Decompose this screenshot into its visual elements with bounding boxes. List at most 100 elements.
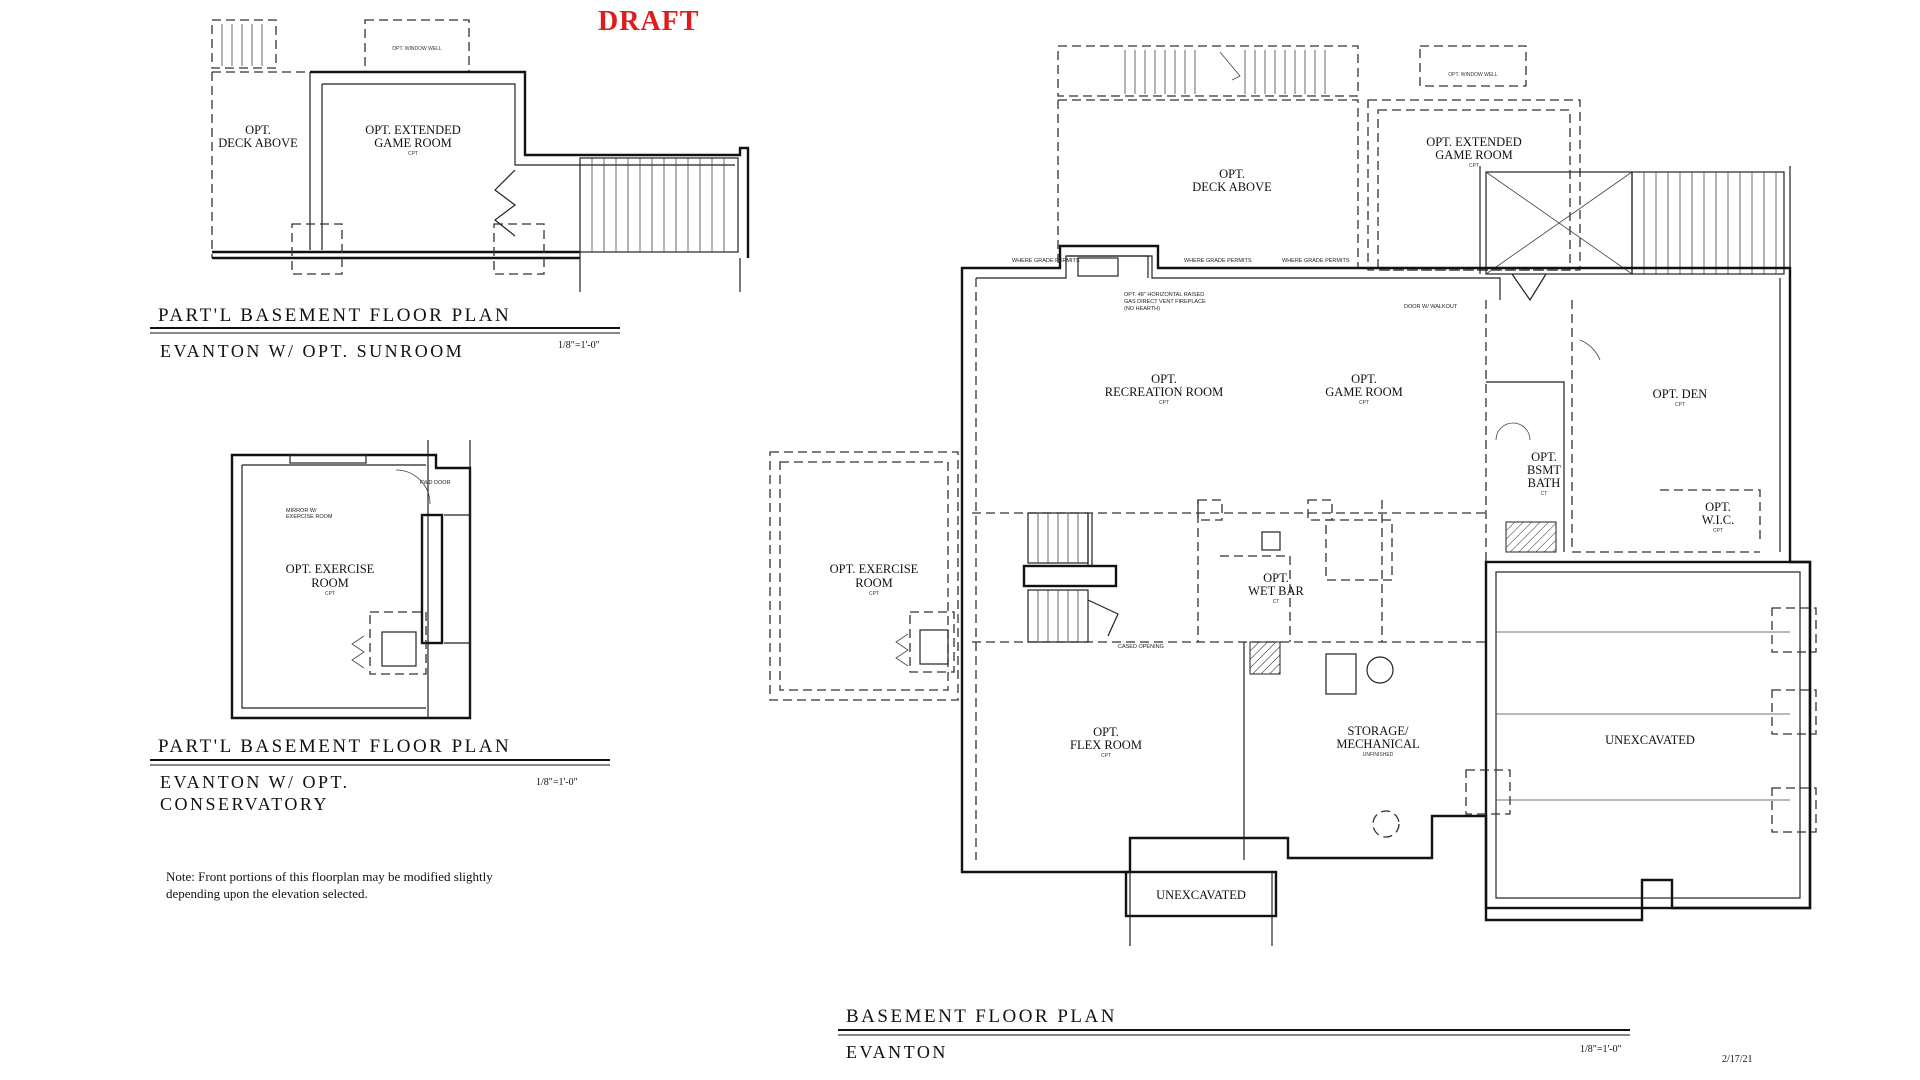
plan-subtitle: EVANTON W/ OPT. SUNROOM <box>160 341 464 361</box>
grade-note: WHERE GRADE PERMITS <box>1282 258 1350 264</box>
room-label: GAME ROOM <box>1435 148 1512 162</box>
room-label: GAME ROOM <box>1325 385 1402 399</box>
deck-above-outline <box>1057 45 1359 268</box>
plan-scale: 1/8"=1'-0" <box>1580 1044 1622 1055</box>
extended-game-room-side-wall <box>309 72 323 250</box>
column-pad <box>493 223 545 275</box>
front-porch-piers <box>1129 872 1273 946</box>
room-label: OPT. DEN <box>1653 387 1708 401</box>
shower <box>1505 521 1557 553</box>
main-basement-plan: OPT. WINDOW WELL <box>769 45 1817 1065</box>
plan-subtitle: CONSERVATORY <box>160 794 329 814</box>
interior-stair <box>1022 512 1119 643</box>
stair-rails <box>579 252 741 292</box>
pier-pad <box>1771 787 1817 833</box>
floor-finish-note: CPT <box>1713 528 1723 534</box>
sump-pit <box>1372 810 1400 838</box>
room-label: OPT. EXTENDED <box>1426 135 1522 149</box>
pier-pad <box>1771 607 1817 653</box>
floor-finish-note: CPT <box>1101 753 1111 759</box>
room-label: WET BAR <box>1248 584 1304 598</box>
room-label: OPT. <box>1151 372 1177 386</box>
fireplace-bumpout <box>1068 255 1149 278</box>
main-exterior-stair <box>1479 166 1791 275</box>
floor-finish-note: CPT <box>1159 400 1169 406</box>
room-label: ROOM <box>855 576 893 590</box>
fireplace-note: OPT. 48" HORIZONTAL RAISED <box>1124 292 1204 298</box>
den-partition <box>1485 300 1760 562</box>
room-label: OPT. <box>1093 725 1119 739</box>
pier-pad <box>1771 689 1817 735</box>
plan-title: BASEMENT FLOOR PLAN <box>846 1006 1117 1027</box>
sunroom-window-well: OPT. WINDOW WELL <box>364 19 470 73</box>
room-label: OPT. <box>1263 571 1289 585</box>
room-label: RECREATION ROOM <box>1105 385 1223 399</box>
room-label: UNEXCAVATED <box>1605 733 1695 747</box>
stair-opening <box>420 513 444 645</box>
room-label: ROOM <box>311 576 349 590</box>
plan-subtitle: EVANTON <box>846 1042 948 1062</box>
room-label: OPT. <box>245 123 271 137</box>
room-label: MECHANICAL <box>1336 737 1419 751</box>
equipment-pad <box>381 631 417 667</box>
exercise-room-inner-wall <box>241 464 426 709</box>
grade-note: WHERE GRADE PERMITS <box>1012 258 1080 264</box>
column-pad <box>1307 499 1333 521</box>
window-well-note: OPT. WINDOW WELL <box>392 46 442 52</box>
plan-note: Note: Front portions of this floorplan m… <box>166 868 586 902</box>
room-label: STORAGE/ <box>1348 724 1409 738</box>
bath-wall <box>1486 381 1565 552</box>
floor-finish-note: CT <box>1541 491 1548 497</box>
unexcavated-inner <box>1495 571 1801 899</box>
fireplace <box>1077 257 1119 277</box>
floor-finish-note: CPT <box>325 591 335 597</box>
unexcavated-garage-area <box>1484 560 1812 910</box>
front-unexcavated-area <box>1124 870 1278 918</box>
extended-game-room-outline: OPT. WINDOW WELL <box>1367 45 1581 271</box>
opening-note: CASED OPENING <box>1118 644 1164 650</box>
plan-scale: 1/8"=1'-0" <box>536 777 578 788</box>
sunroom-railing <box>211 19 277 69</box>
opt-exercise-room-outline <box>769 451 959 701</box>
plan-title: PART'L BASEMENT FLOOR PLAN <box>158 305 511 326</box>
room-label: BATH <box>1528 476 1561 490</box>
room-label: OPT. EXERCISE <box>830 562 919 576</box>
floor-finish-note: CT <box>1273 599 1280 605</box>
wet-bar-area <box>1197 500 1393 642</box>
room-label: OPT. <box>1705 500 1731 514</box>
room-label: OPT. EXTENDED <box>365 123 461 137</box>
floor-finish-note: CPT <box>1675 402 1685 408</box>
basement-foundation-wall <box>960 244 1812 922</box>
bar-sink <box>1261 531 1281 551</box>
fireplace-note: (NO HEARTH) <box>1124 306 1160 312</box>
note-line: depending upon the elevation selected. <box>166 886 368 901</box>
note-line: Note: Front portions of this floorplan m… <box>166 869 493 884</box>
equipment-pad <box>919 629 949 665</box>
extended-game-room-wall <box>310 70 750 258</box>
floor-finish-note: CPT <box>869 591 879 597</box>
room-label: UNEXCAVATED <box>1156 888 1246 902</box>
walkout-door <box>1511 273 1547 302</box>
plan-subtitle: EVANTON W/ OPT. <box>160 772 350 792</box>
room-label: OPT. <box>1531 450 1557 464</box>
stair-edge <box>444 514 470 644</box>
equipment-area <box>369 611 427 675</box>
window-well-note: OPT. WINDOW WELL <box>1448 72 1498 78</box>
stair-wall <box>427 440 471 718</box>
room-label: FLEX ROOM <box>1070 738 1142 752</box>
annotation: MIRROR W/ <box>286 508 317 514</box>
door-note: DOOR W/ WALKOUT <box>1404 304 1458 310</box>
room-label: DECK ABOVE <box>1192 180 1272 194</box>
draft-stamp: DRAFT <box>598 6 700 37</box>
plan-title: PART'L BASEMENT FLOOR PLAN <box>158 736 511 757</box>
revision-date: 2/17/21 <box>1722 1054 1753 1065</box>
bifold-door <box>895 633 909 667</box>
door-swing <box>1579 339 1601 361</box>
exercise-room-wall <box>230 453 472 720</box>
extended-game-room-inner-wall <box>322 83 735 166</box>
room-label: GAME ROOM <box>374 136 451 150</box>
furnace <box>1366 656 1394 684</box>
plan-scale: 1/8"=1'-0" <box>558 340 600 351</box>
annotation: EXERCISE ROOM <box>286 514 333 520</box>
